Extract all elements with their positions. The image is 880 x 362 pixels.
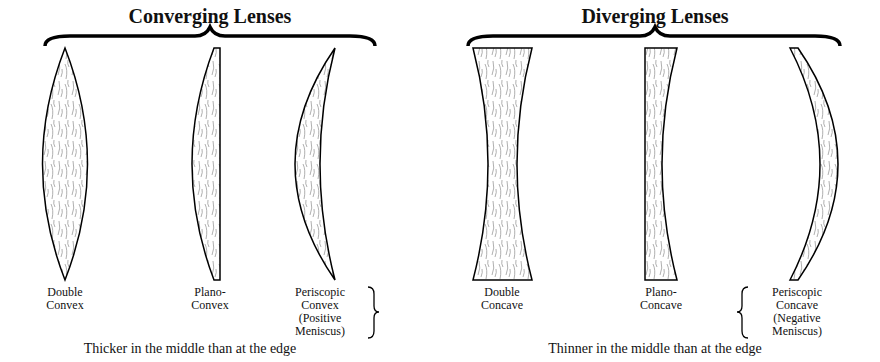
positive-meniscus-lens	[295, 48, 335, 280]
double-convex-lens	[43, 48, 88, 280]
lens-name: Plano-Concave	[630, 286, 692, 312]
lens-name: Periscopic Convex (Positive Meniscus)	[283, 286, 357, 338]
section-heading: Converging Lenses	[129, 4, 292, 28]
section-heading: Diverging Lenses	[581, 4, 728, 28]
shape-note: Thicker in the middle than at the edge	[84, 341, 297, 357]
label-brace	[368, 287, 379, 338]
lens-name: Double Concave	[469, 286, 535, 312]
lens-name: Plano-Convex	[182, 286, 238, 312]
double-concave-lens	[473, 48, 532, 280]
heading-brace	[45, 27, 375, 46]
label-brace	[737, 287, 748, 338]
shape-note: Thinner in the middle than at the edge	[548, 341, 761, 357]
negative-meniscus-lens	[790, 48, 838, 280]
lens-name: Periscopic Concave (Negative Meniscus)	[757, 286, 837, 338]
lens-name: Double Convex	[34, 286, 96, 312]
heading-brace	[468, 27, 840, 46]
plano-concave-lens	[645, 48, 677, 280]
plano-convex-lens	[192, 48, 220, 280]
